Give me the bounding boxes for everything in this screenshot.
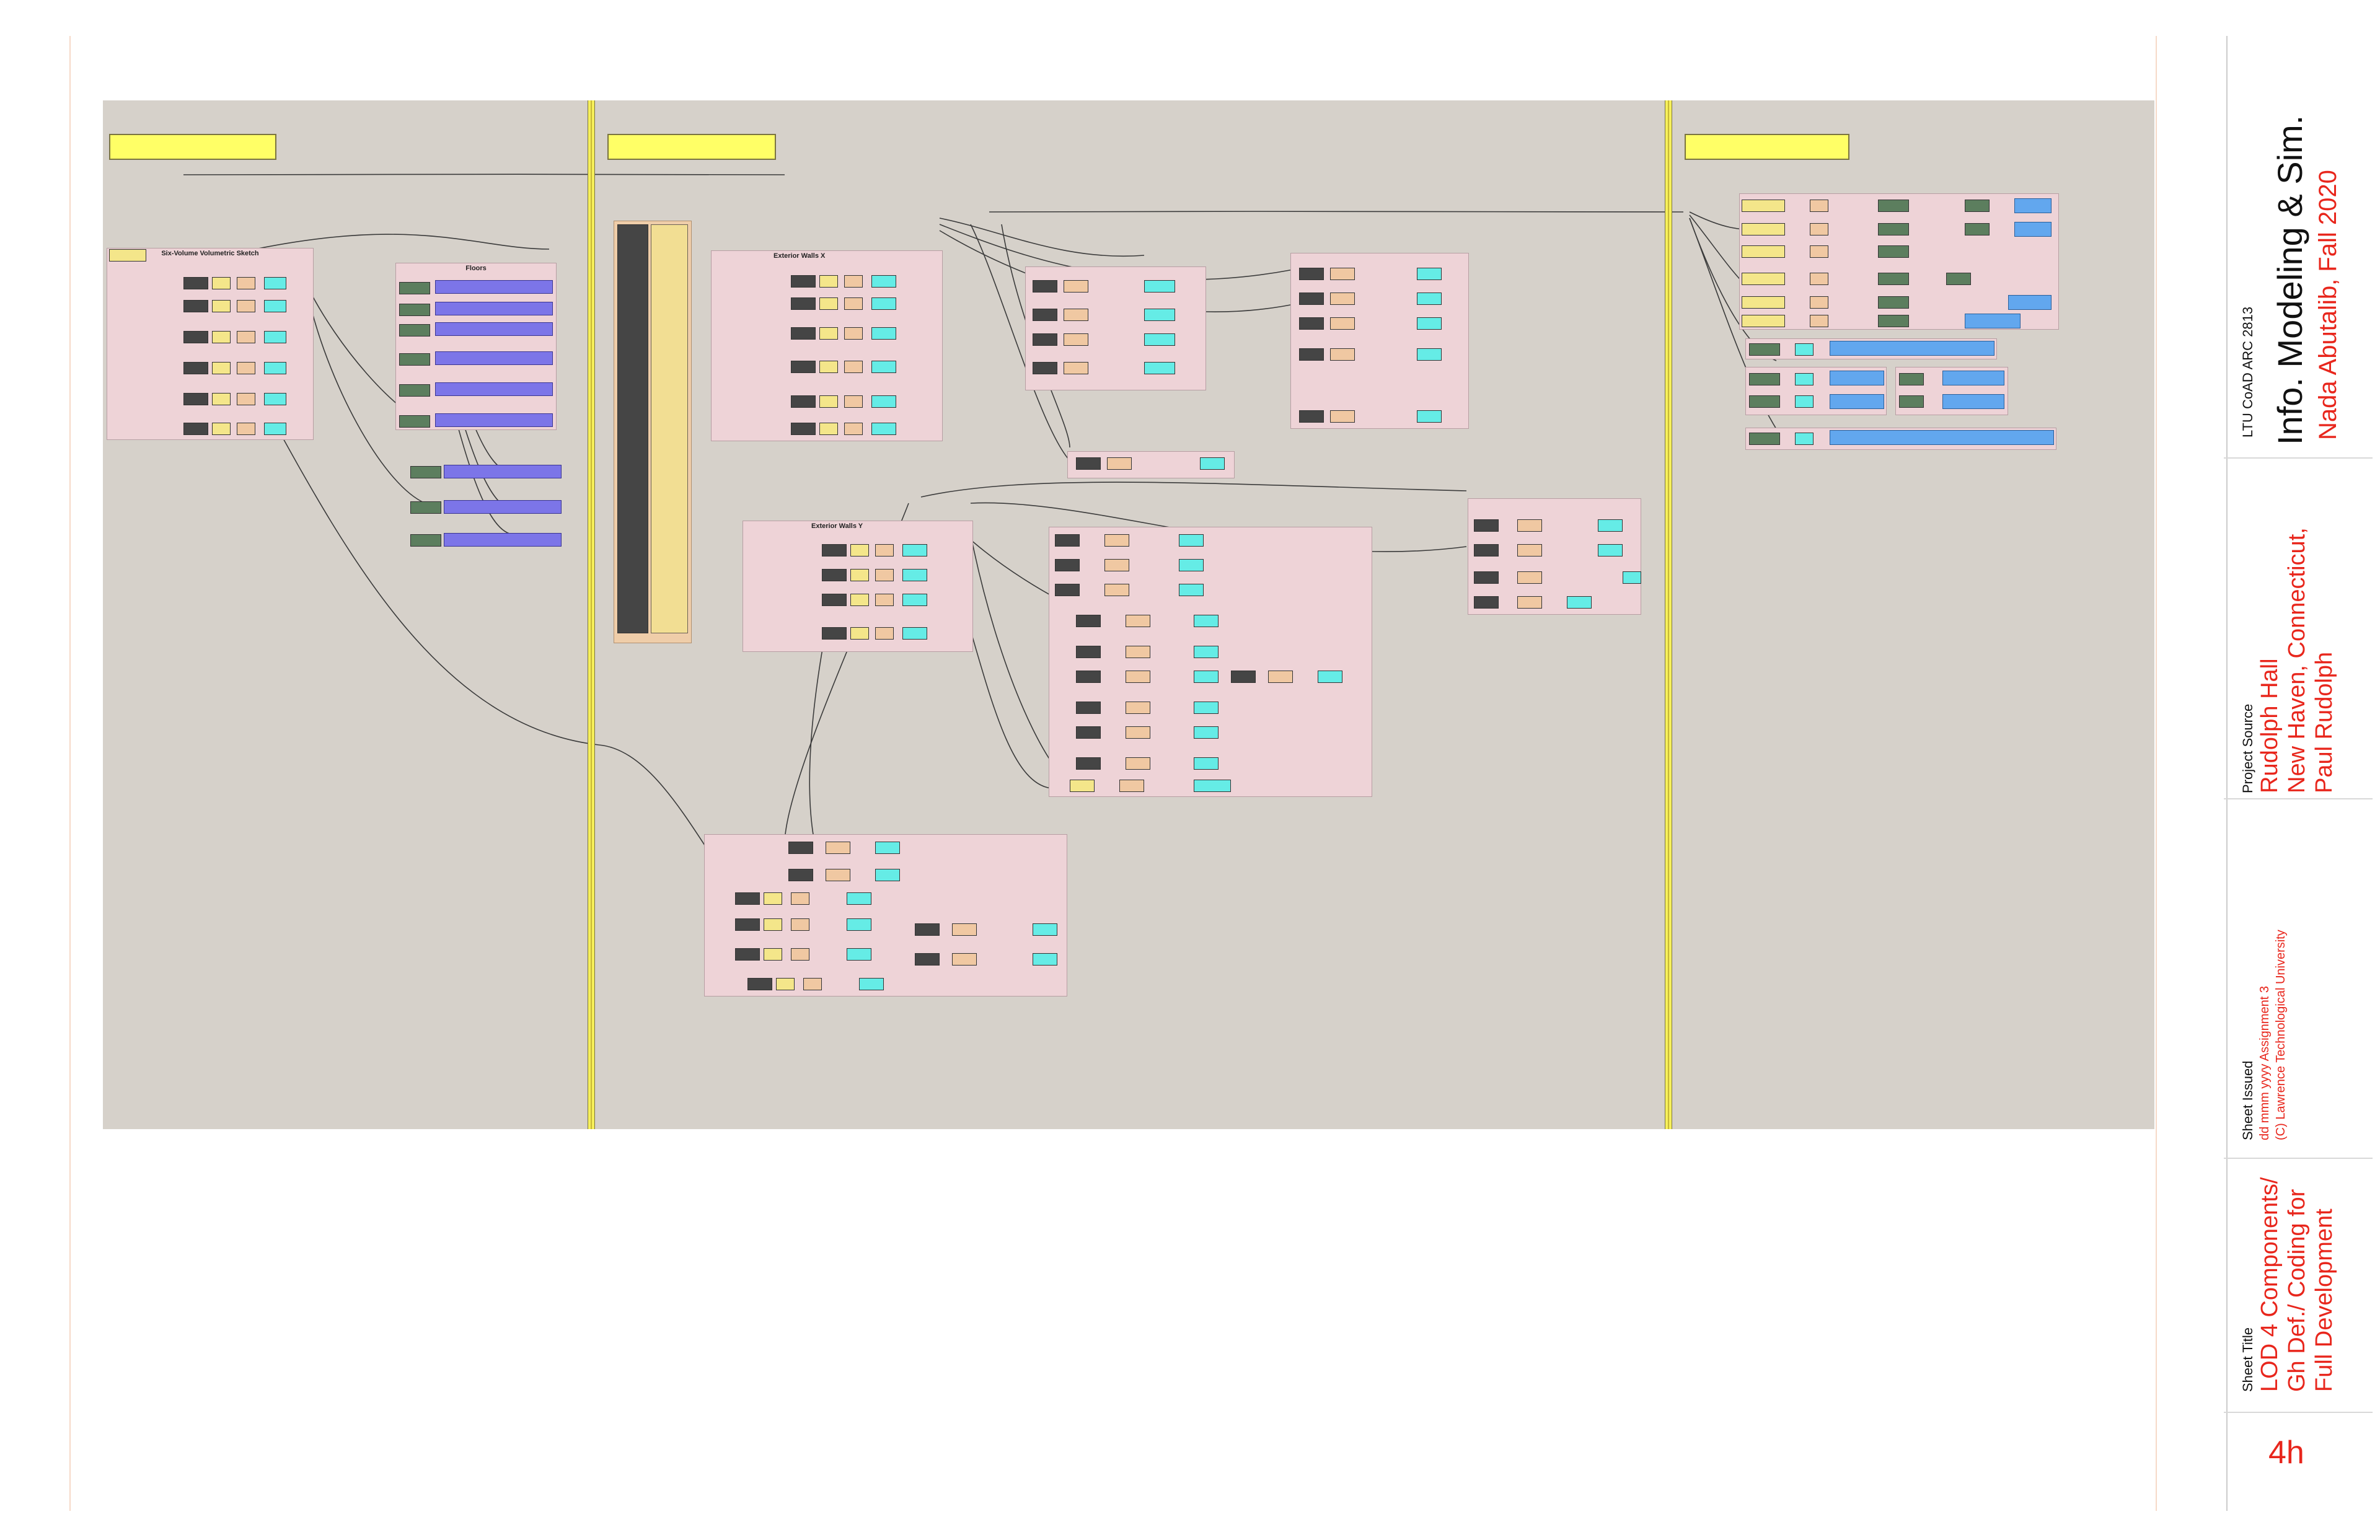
course-title: Info. Modeling & Sim. xyxy=(2270,115,2309,445)
floor-component[interactable] xyxy=(435,351,553,365)
node[interactable] xyxy=(1795,373,1814,385)
floor-component[interactable] xyxy=(444,500,562,514)
floor-component[interactable] xyxy=(435,413,553,427)
project-source-line-3: Paul Rudolph xyxy=(2311,651,2337,793)
floor-component[interactable] xyxy=(435,382,553,396)
node[interactable] xyxy=(1899,395,1924,408)
node[interactable] xyxy=(399,304,430,316)
node[interactable] xyxy=(399,353,430,366)
node[interactable] xyxy=(410,501,441,514)
node[interactable] xyxy=(399,415,430,428)
project-source-line-2: New Haven, Connecticut, xyxy=(2284,527,2310,793)
title-block-rule xyxy=(2226,36,2228,1511)
grasshopper-canvas[interactable]: Six-Volume Volumetric Sketch Floors xyxy=(103,100,2154,1129)
group-title-floors: Floors xyxy=(465,265,487,272)
blue-component[interactable] xyxy=(1942,394,2004,409)
blue-component[interactable] xyxy=(1942,371,2004,385)
group-title-exterior-walls-x: Exterior Walls X xyxy=(774,252,826,260)
node[interactable] xyxy=(410,466,441,478)
floor-component[interactable] xyxy=(444,465,562,478)
blue-component[interactable] xyxy=(1830,371,1884,385)
sheet-border-right xyxy=(2156,36,2157,1511)
sheet-border-left xyxy=(69,36,71,1511)
group-wall-ops-4[interactable] xyxy=(1468,498,1641,615)
group-wall-ops-2[interactable] xyxy=(1290,253,1469,429)
group-title-exterior-walls-y: Exterior Walls Y xyxy=(811,522,863,530)
node[interactable] xyxy=(1899,373,1924,385)
title-block-separator xyxy=(2224,798,2373,799)
section-label-2[interactable] xyxy=(607,134,776,160)
title-block-separator xyxy=(2224,1158,2373,1159)
node[interactable] xyxy=(1749,373,1780,385)
group-wall-ops-3[interactable] xyxy=(1049,527,1372,797)
author: Nada Abutalib, Fall 2020 xyxy=(2314,170,2342,440)
blue-component[interactable] xyxy=(1830,341,1994,356)
node[interactable] xyxy=(1795,395,1814,408)
title-block-separator xyxy=(2224,457,2373,459)
node[interactable] xyxy=(1795,433,1814,445)
course-code: LTU CoAD ARC 2813 xyxy=(2240,306,2255,438)
node[interactable] xyxy=(399,384,430,397)
node[interactable] xyxy=(410,534,441,547)
blue-component[interactable] xyxy=(1830,394,1884,409)
sheet-title-line-2: Gh Def./ Coding for xyxy=(2284,1189,2310,1392)
parameter-stack[interactable] xyxy=(617,224,648,633)
group-wall-ops-5[interactable] xyxy=(704,834,1067,997)
node[interactable] xyxy=(1749,343,1780,356)
project-source-line-1: Rudolph Hall xyxy=(2257,658,2283,793)
node[interactable] xyxy=(399,282,430,294)
section-divider-2 xyxy=(1665,100,1672,1129)
sheet-number: 4h xyxy=(2268,1435,2304,1471)
floor-component[interactable] xyxy=(444,533,562,547)
section-label-3[interactable] xyxy=(1685,134,1849,160)
node[interactable] xyxy=(399,324,430,337)
section-divider-1 xyxy=(588,100,595,1129)
section-label-1[interactable] xyxy=(109,134,276,160)
title-block-separator xyxy=(2224,1412,2373,1413)
node[interactable] xyxy=(1749,395,1780,408)
sheet-title-line-1: LOD 4 Components/ xyxy=(2257,1177,2283,1392)
sheet-title-line-3: Full Development xyxy=(2311,1208,2337,1392)
sheet-issued-label: Sheet Issued xyxy=(2240,1060,2255,1140)
blue-component[interactable] xyxy=(1830,430,2054,445)
sheet-title-label: Sheet Title xyxy=(2240,1327,2255,1392)
sheet-issued-line-1: dd mmm yyyy Assignment 3 xyxy=(2258,986,2272,1140)
node[interactable] xyxy=(1749,433,1780,445)
floor-component[interactable] xyxy=(435,302,553,315)
title-block: LTU CoAD ARC 2813 Info. Modeling & Sim. … xyxy=(2157,36,2380,1511)
project-source-label: Project Source xyxy=(2240,703,2255,793)
sheet-issued-line-2: (C) Lawrence Technological University xyxy=(2274,930,2288,1140)
floor-component[interactable] xyxy=(435,280,553,294)
node[interactable] xyxy=(1795,343,1814,356)
group-title-six-volume: Six-Volume Volumetric Sketch xyxy=(161,250,259,257)
floor-component[interactable] xyxy=(435,322,553,336)
parameter-stack[interactable] xyxy=(651,224,688,633)
